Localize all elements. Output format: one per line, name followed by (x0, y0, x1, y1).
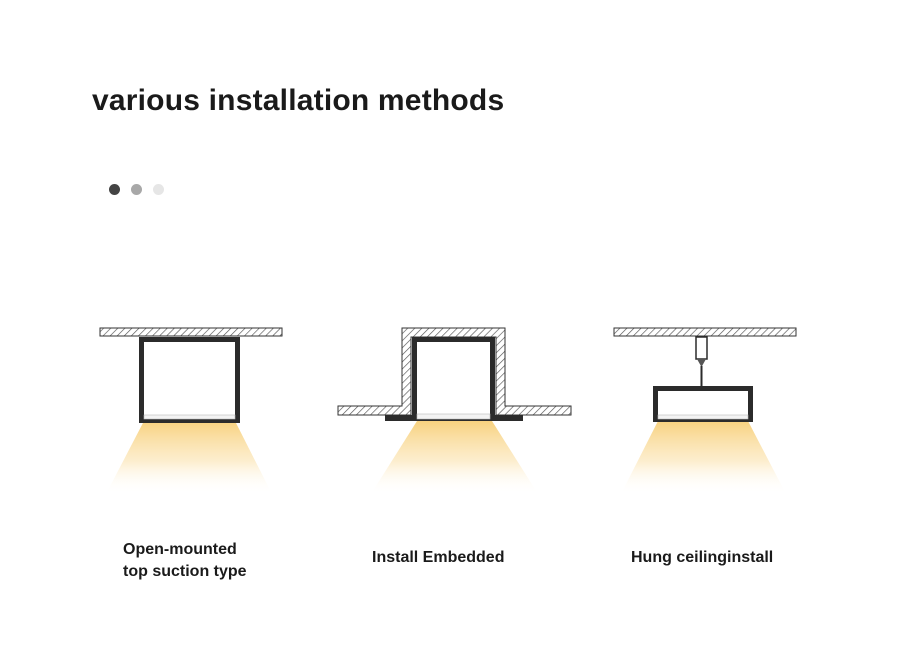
caption-embedded: Install Embedded (372, 547, 504, 569)
light-fixture-housing (412, 337, 495, 420)
ceiling-slab (613, 327, 797, 337)
light-fixture-housing (653, 386, 753, 422)
page-title: various installation methods (92, 84, 505, 117)
open-mounted-diagram (99, 327, 283, 494)
carousel-pagination (109, 184, 164, 195)
light-beam (106, 421, 272, 494)
pagination-dot-2[interactable] (131, 184, 142, 195)
suspension-clip (697, 359, 706, 367)
suspension-mount (695, 336, 708, 360)
pagination-dot-3[interactable] (153, 184, 164, 195)
light-beam (371, 421, 538, 494)
hung-diagram (613, 327, 797, 494)
caption-line: Hung ceilinginstall (631, 549, 774, 566)
pagination-dot-1[interactable] (109, 184, 120, 195)
caption-line: Open-mounted (123, 541, 237, 558)
light-diffuser (657, 414, 749, 420)
caption-hung: Hung ceilinginstall (631, 547, 773, 569)
light-beam (621, 421, 786, 494)
embedded-diagram (337, 327, 572, 494)
caption-line: Install Embedded (372, 549, 505, 566)
caption-line: top suction type (123, 563, 247, 580)
caption-open-mounted: Open-mounted top suction type (123, 539, 247, 583)
ceiling-slab (99, 327, 283, 337)
light-diffuser (143, 414, 236, 420)
light-fixture-housing (139, 337, 240, 423)
light-diffuser (416, 413, 491, 420)
